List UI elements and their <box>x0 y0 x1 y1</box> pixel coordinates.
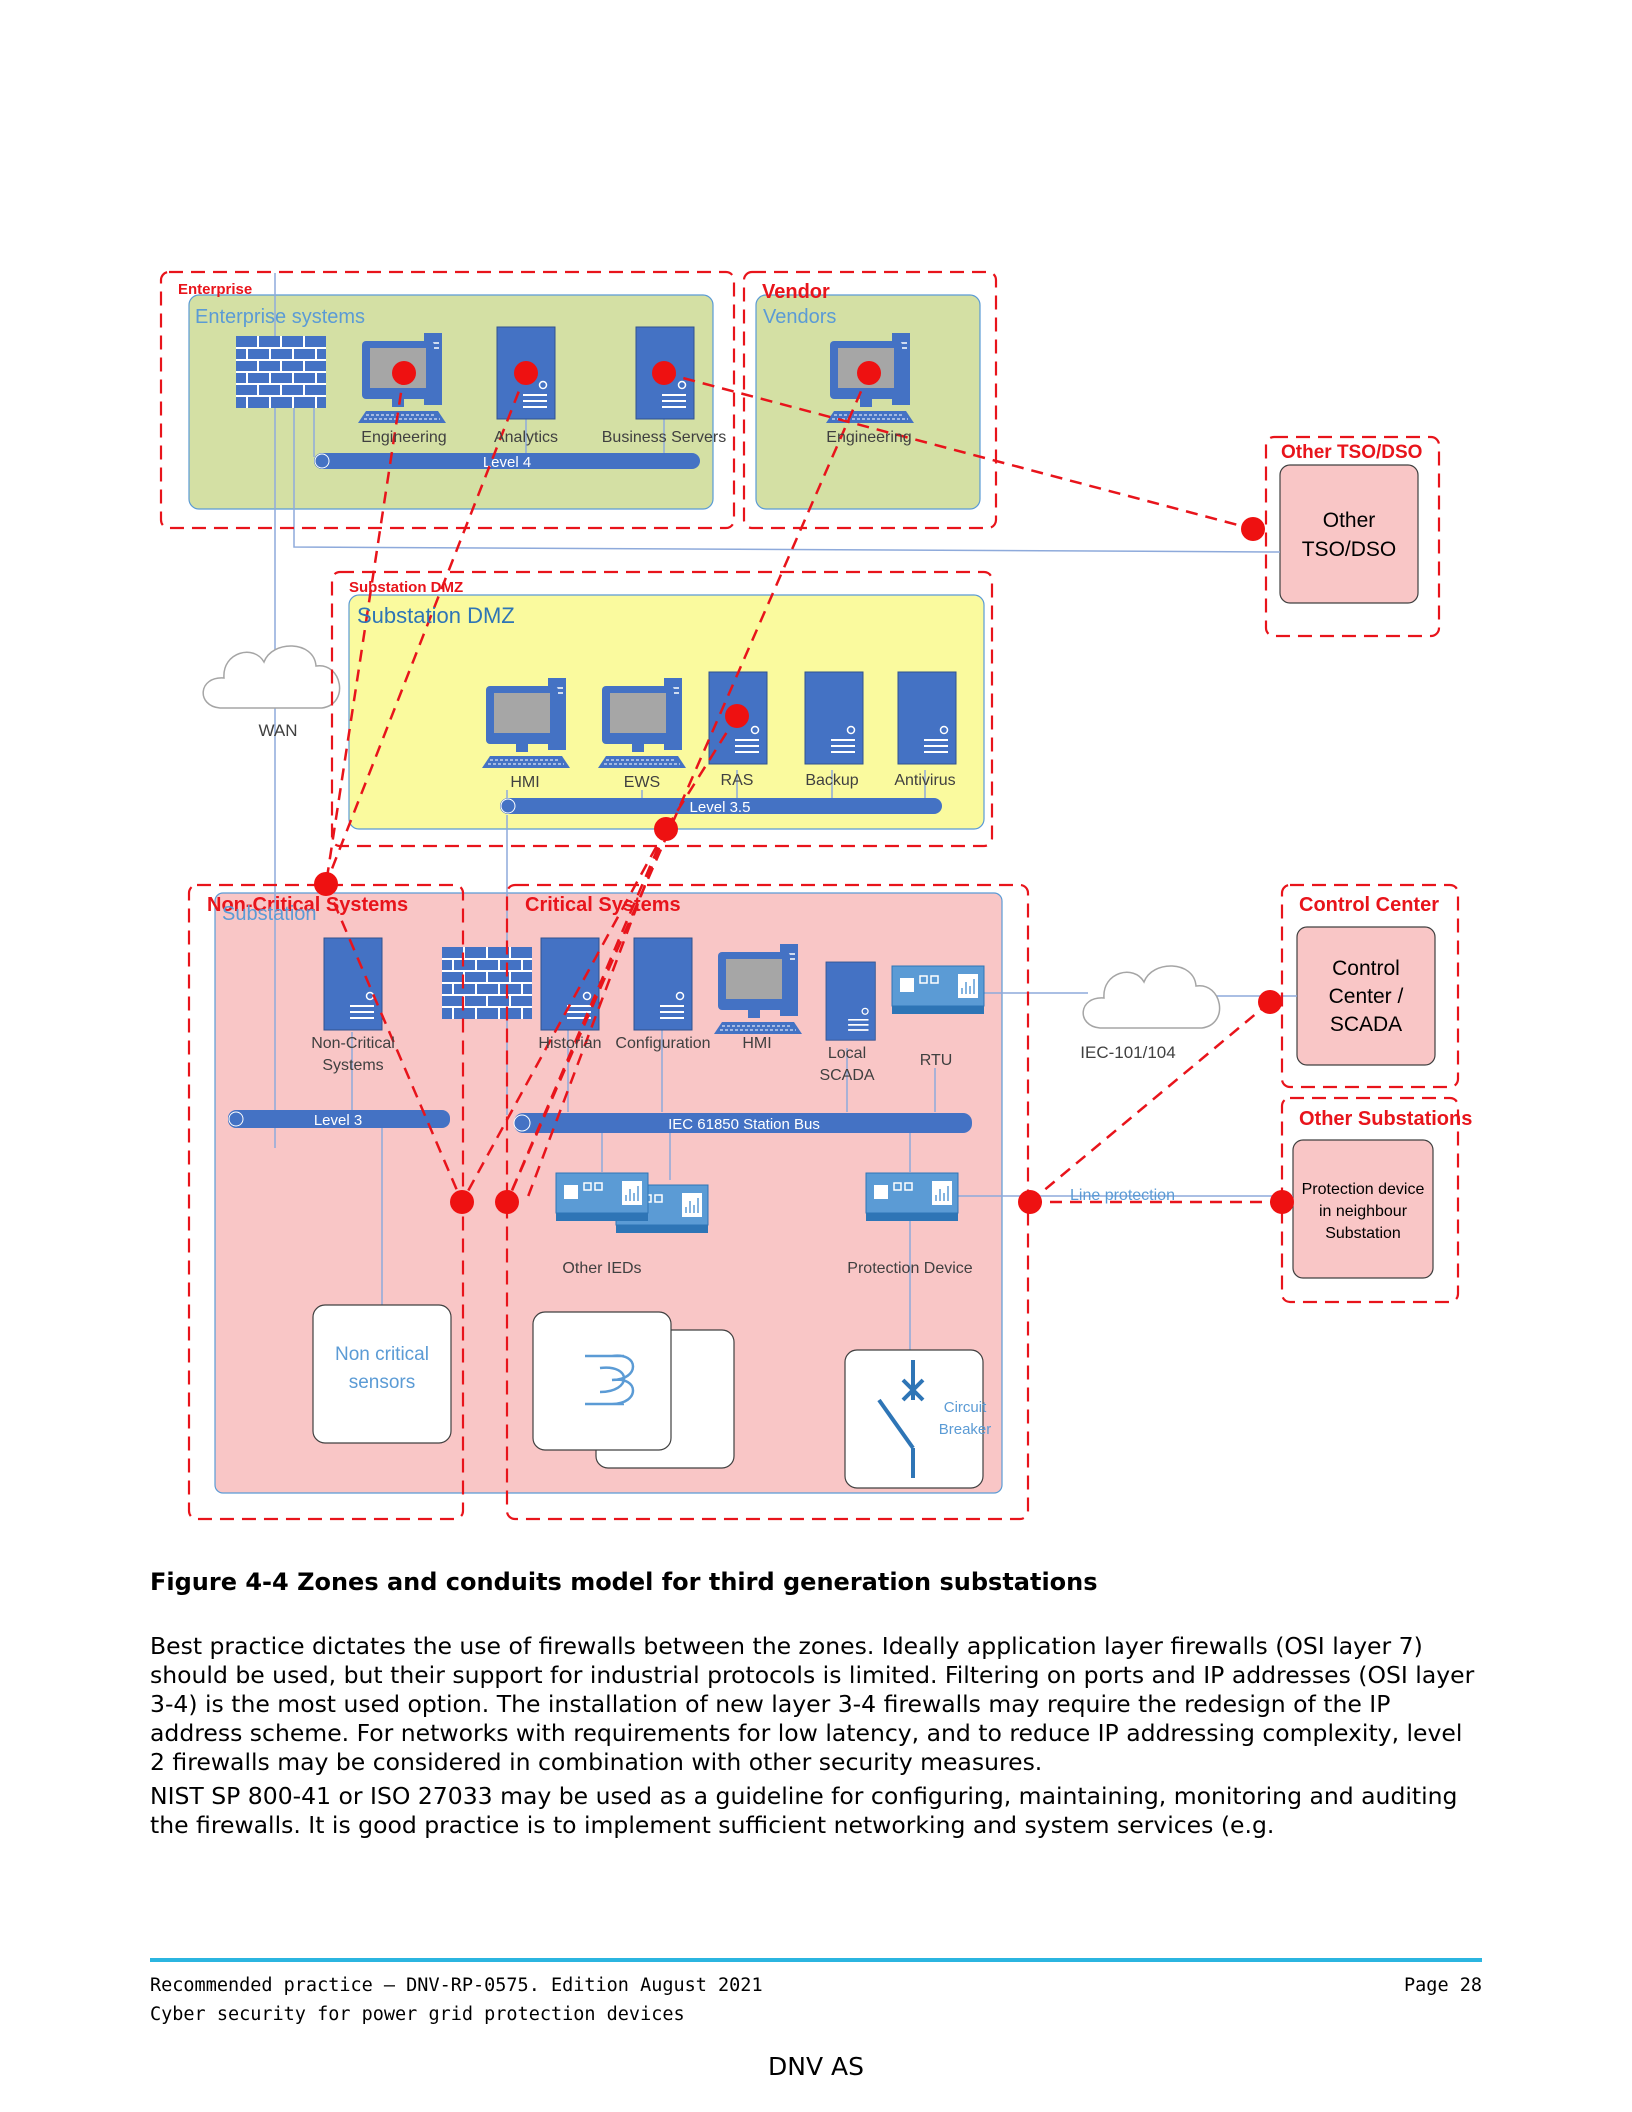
substation-firewall-icon <box>441 946 533 1020</box>
circuit-breaker-icon <box>877 1360 925 1478</box>
zone-critical-label: Critical Systems <box>525 894 681 916</box>
other-ieds-label: Other IEDs <box>562 1260 641 1277</box>
transformer-front-box <box>532 1311 672 1451</box>
enterprise-engineering-label: Engineering <box>361 429 446 446</box>
protection-device-label: Protection Device <box>847 1260 972 1277</box>
other-tso-box <box>1279 464 1419 604</box>
zones-conduits-diagram: Level 4 Level 3.5 Level 3 IEC 61850 Stat… <box>159 270 1472 1521</box>
conduits <box>324 371 1282 1204</box>
enterprise-business-servers-label: Business Servers <box>602 429 727 446</box>
figure-caption: Figure 4-4 Zones and conduits model for … <box>150 1568 1098 1596</box>
historian-label: Historian <box>538 1035 601 1052</box>
level35-label: Level 3.5 <box>690 799 751 816</box>
level3-label: Level 3 <box>314 1112 362 1129</box>
station-bus-label: IEC 61850 Station Bus <box>668 1116 820 1133</box>
wan-cloud-icon <box>202 645 341 709</box>
local-scada-server-icon <box>825 961 877 1042</box>
non-critical-server-icon <box>323 937 383 1031</box>
protection-device-icon <box>865 1172 959 1222</box>
dmz-backup-label: Backup <box>805 772 858 789</box>
footer-rule <box>150 1958 1482 1962</box>
zone-enterprise-label: Enterprise <box>178 281 252 298</box>
dmz-ews-label: EWS <box>624 774 660 791</box>
historian-server-icon <box>540 937 600 1031</box>
zone-control-center-label: Control Center <box>1299 894 1439 916</box>
zone-dmz-label: Substation DMZ <box>349 579 463 596</box>
other-ied-front-icon <box>555 1172 649 1222</box>
zone-vendor-label: Vendor <box>762 281 830 303</box>
footer-doc-subtitle: Cyber security for power grid protection… <box>150 2004 685 2025</box>
dmz-antivirus-label: Antivirus <box>894 772 955 789</box>
dmz-ras-label: RAS <box>721 772 754 789</box>
footer-page-number: Page 28 <box>1404 1975 1482 1996</box>
zone-other-tso-label: Other TSO/DSO <box>1281 442 1422 463</box>
zone-non-critical-label: Non-Critical Systems <box>207 894 408 916</box>
iec-cloud-icon <box>1082 965 1221 1029</box>
transformer-icon <box>585 1354 635 1406</box>
body-paragraph-1: Best practice dictates the use of firewa… <box>150 1632 1475 1776</box>
circuit-breaker-box <box>844 1349 984 1489</box>
footer-doc-title: Recommended practice — DNV-RP-0575. Edit… <box>150 1975 763 1996</box>
dmz-hmi-label: HMI <box>510 774 539 791</box>
conduit-endpoints <box>314 361 1294 1214</box>
wan-label: WAN <box>258 721 297 740</box>
neighbour-substation-box <box>1292 1139 1434 1279</box>
level4-label: Level 4 <box>483 454 531 471</box>
iec-link-label: IEC-101/104 <box>1080 1043 1175 1062</box>
area-enterprise-systems-label: Enterprise systems <box>195 306 365 328</box>
zone-other-substations-label: Other Substations <box>1299 1108 1472 1130</box>
enterprise-analytics-label: Analytics <box>494 429 558 446</box>
substation-hmi-label: HMI <box>742 1035 771 1052</box>
configuration-server-icon <box>633 937 693 1031</box>
backup-server-icon <box>804 671 864 765</box>
configuration-label: Configuration <box>615 1035 710 1052</box>
body-paragraph-2: NIST SP 800-41 or ISO 27033 may be used … <box>150 1782 1458 1839</box>
rtu-label: RTU <box>920 1052 953 1069</box>
area-substation-label: Substation <box>222 903 317 925</box>
area-vendors-label: Vendors <box>763 306 836 328</box>
enterprise-firewall-icon <box>235 335 327 409</box>
line-protection-label: Line protection <box>1070 1187 1175 1204</box>
area-dmz-label: Substation DMZ <box>357 603 515 628</box>
rtu-device-icon <box>891 965 985 1015</box>
non-critical-sensors-box <box>312 1304 452 1444</box>
footer-company: DNV AS <box>768 2052 864 2081</box>
antivirus-server-icon <box>897 671 957 765</box>
vendor-engineering-label: Engineering <box>826 429 911 446</box>
